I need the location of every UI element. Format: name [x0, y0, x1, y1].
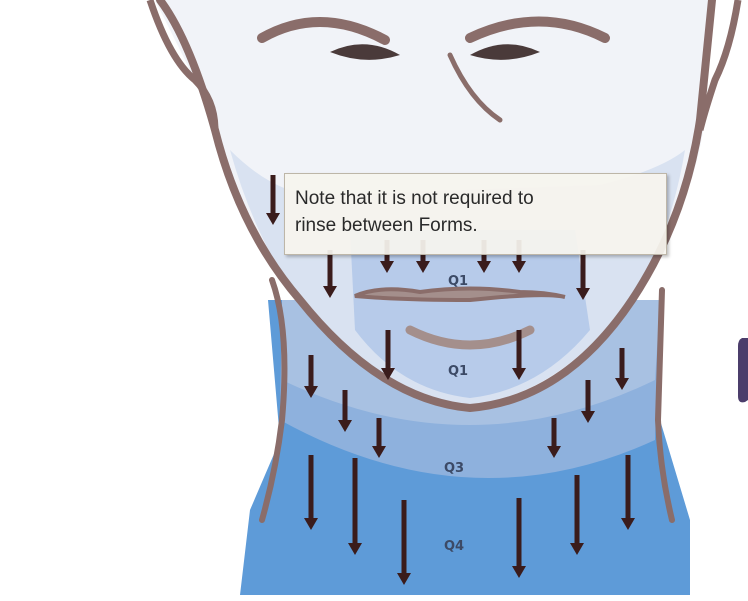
zone-label-q4: Q4 — [444, 539, 464, 554]
zone-label-q1: Q1 — [448, 274, 468, 289]
zone-label-q3: Q3 — [444, 461, 464, 476]
tooltip-line-2: rinse between Forms. — [295, 212, 656, 239]
next-page-arrow-icon — [738, 338, 748, 402]
zone-label-chin: Q1 — [448, 364, 468, 379]
note-tooltip: Note that it is not required to rinse be… — [284, 173, 667, 255]
tooltip-line-1: Note that it is not required to — [295, 185, 656, 212]
